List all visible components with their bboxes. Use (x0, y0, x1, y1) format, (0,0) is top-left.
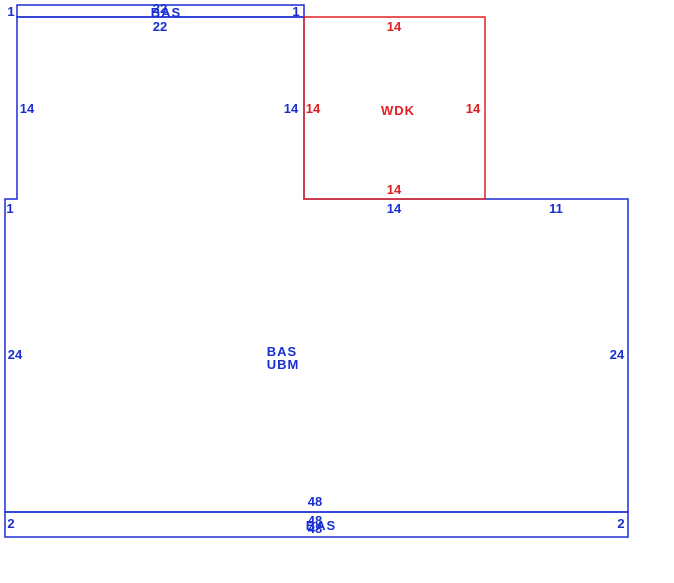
upper-strip-left-dimension: 1 (7, 4, 14, 19)
main-area-code: BAS (267, 344, 297, 359)
lower-strip-area-code: BAS (306, 518, 336, 533)
deck-bottom-dimension: 14 (387, 182, 402, 197)
deck-top-dimension: 14 (387, 19, 402, 34)
lower-strip-left-dimension: 2 (7, 516, 14, 531)
main-area-outline (4, 16, 629, 513)
main-right-top-dimension: 11 (549, 201, 563, 216)
lower-strip-right-dimension: 2 (617, 516, 624, 531)
main-right-dimension: 24 (610, 347, 625, 362)
deck-outline (303, 16, 486, 200)
main-upper-left-dimension: 14 (20, 101, 35, 116)
lower-strip-outline (4, 511, 629, 538)
main-bottom-dimension: 48 (308, 494, 322, 509)
main-upper-right-dimension: 14 (284, 101, 299, 116)
upper-strip-bottom-dimension: 22 (153, 19, 167, 34)
deck-area-code: WDK (381, 103, 415, 118)
lower-strip-top-dimension: 48 (308, 513, 322, 528)
main-mid-top-dimension: 14 (387, 201, 402, 216)
deck-left-dimension: 14 (306, 101, 321, 116)
deck-right-dimension: 14 (466, 101, 481, 116)
upper-strip-top-dimension: 22 (153, 1, 167, 16)
main-left-step-dimension: 1 (6, 201, 13, 216)
main-left-dimension: 24 (8, 347, 23, 362)
upper-strip-area-code: BAS (151, 5, 181, 20)
upper-strip-right-dimension: 1 (292, 4, 299, 19)
lower-strip-bottom-dimension: 48 (308, 521, 322, 536)
main-area-subcode: UBM (267, 357, 300, 372)
